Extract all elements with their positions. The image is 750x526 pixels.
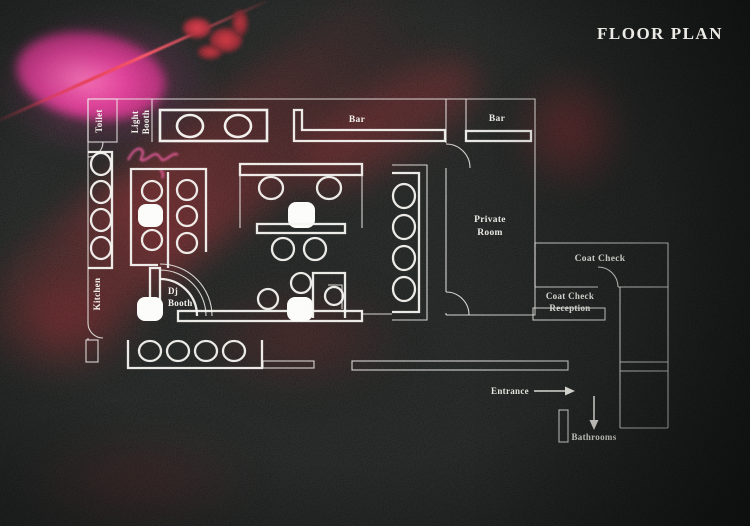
label-light-booth-1: Light — [130, 111, 140, 134]
label-dj-booth-2: Booth — [168, 298, 193, 308]
private-bar-counter — [464, 129, 533, 143]
bottom-left-bench — [126, 339, 264, 370]
table — [287, 297, 313, 321]
label-bar-main: Bar — [349, 115, 366, 125]
entrance-arrow-icon — [534, 386, 575, 396]
left-banquette — [88, 150, 114, 270]
label-coat-check-reception-1: Coat Check — [546, 291, 594, 301]
page-title: FLOOR PLAN — [597, 24, 723, 43]
room-coat-check — [534, 242, 669, 288]
bottom-center-bench — [176, 271, 392, 323]
label-entrance: Entrance — [491, 386, 529, 396]
label-coat-check-reception-2: Reception — [549, 303, 590, 313]
table — [138, 204, 163, 227]
label-bar-private: Bar — [489, 114, 506, 124]
label-light-booth-2: Booth — [141, 110, 151, 135]
label-kitchen: Kitchen — [92, 278, 102, 311]
table — [137, 297, 163, 321]
bathroom-wall — [558, 409, 569, 443]
center-booth — [238, 162, 364, 262]
right-bench — [391, 164, 428, 321]
hallway — [619, 287, 669, 429]
bottom-wall — [351, 360, 569, 371]
neon-script-decor — [127, 147, 179, 179]
walls — [85, 98, 669, 443]
main-bar-counter — [292, 108, 447, 143]
label-bathrooms: Bathrooms — [571, 432, 616, 442]
center-left-seating — [129, 167, 208, 268]
stage-booth — [158, 108, 269, 143]
label-dj-booth-1: Dj — [168, 286, 178, 296]
bathrooms-arrow-icon — [589, 396, 599, 430]
label-coat-check: Coat Check — [575, 254, 626, 264]
label-toilet: Toilet — [94, 109, 104, 132]
label-private-room-2: Room — [477, 228, 502, 238]
bottom-wall — [262, 360, 315, 369]
label-private-room-1: Private — [474, 215, 506, 225]
